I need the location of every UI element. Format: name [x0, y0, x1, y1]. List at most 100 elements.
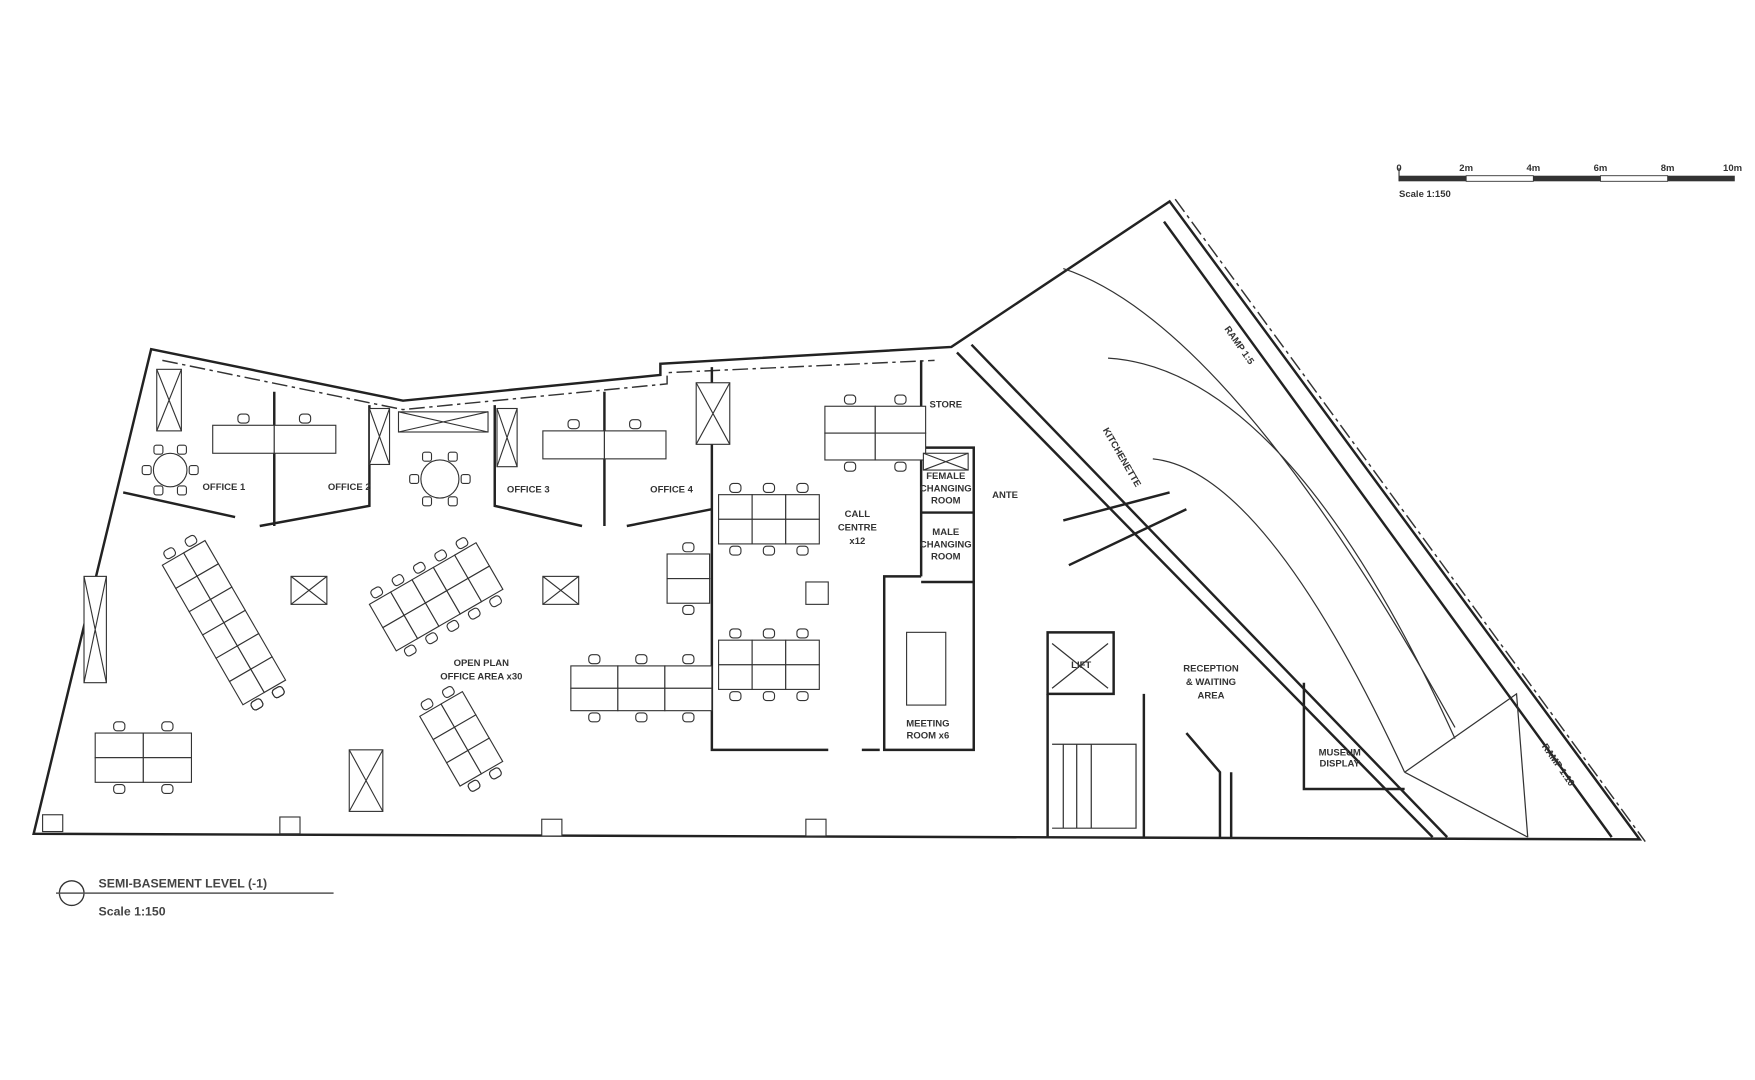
- desk: [718, 664, 753, 690]
- desk: [273, 424, 337, 454]
- label-open-plan-capacity: OFFICE AREA x30: [440, 671, 522, 682]
- desk: [603, 430, 667, 460]
- chair: [682, 542, 695, 553]
- desk-cluster: [666, 542, 711, 615]
- chair: [460, 473, 471, 485]
- chair: [188, 465, 199, 476]
- chair: [153, 444, 164, 455]
- storage-cross: [348, 749, 384, 812]
- chair: [635, 654, 648, 665]
- desk-cluster: [94, 721, 193, 795]
- chair: [635, 712, 648, 723]
- storage-cross: [83, 576, 107, 683]
- label-female-changing-2: CHANGING: [920, 483, 972, 494]
- storage-cross: [156, 369, 182, 432]
- label-female-changing-3: ROOM: [931, 496, 961, 507]
- desk: [666, 578, 711, 604]
- chair: [796, 691, 809, 702]
- chair: [682, 654, 695, 665]
- column: [805, 581, 829, 605]
- chair: [141, 465, 152, 476]
- label-reception: RECEPTION: [1183, 664, 1239, 675]
- drawing-title-text: SEMI-BASEMENT LEVEL (-1): [99, 877, 268, 891]
- chair: [184, 534, 198, 547]
- storage-cross: [290, 575, 328, 605]
- label-male-changing-3: ROOM: [931, 552, 961, 563]
- drawing-scale-text: Scale 1:150: [99, 904, 166, 918]
- chair: [370, 586, 384, 599]
- chair: [588, 654, 601, 665]
- round-table: [152, 452, 188, 488]
- label-male-changing: MALE: [932, 527, 959, 538]
- desk-cluster: [161, 534, 287, 711]
- chair: [250, 698, 264, 711]
- label-museum-2: DISPLAY: [1320, 759, 1361, 770]
- chair: [434, 549, 448, 562]
- label-meeting-capacity: ROOM x6: [906, 731, 949, 742]
- label-office-1: OFFICE 1: [203, 482, 246, 493]
- desk: [751, 518, 787, 545]
- chair: [682, 712, 695, 723]
- chair: [762, 545, 776, 556]
- desk: [824, 405, 876, 434]
- scale-tick: 8m: [1661, 163, 1675, 174]
- scale-bar: 0 2m 4m 6m 8m 10m Scale 1:150: [1396, 163, 1742, 200]
- desk-cluster: [542, 419, 667, 460]
- label-store: STORE: [929, 399, 962, 410]
- chair: [391, 574, 405, 587]
- desk: [94, 757, 144, 783]
- chair: [153, 485, 164, 496]
- desk: [718, 639, 753, 666]
- chair: [176, 444, 187, 455]
- chair: [567, 419, 580, 430]
- desk: [664, 687, 713, 712]
- meeting-table: [906, 631, 947, 706]
- desk-cluster: [824, 394, 927, 472]
- desk-cluster: [718, 628, 820, 702]
- chair: [441, 685, 455, 698]
- chair: [629, 419, 642, 430]
- scale-tick: 0: [1396, 163, 1401, 174]
- desk: [751, 494, 787, 520]
- label-ante: ANTE: [992, 490, 1018, 501]
- desk: [142, 732, 193, 759]
- chair: [762, 628, 776, 639]
- desk: [467, 737, 504, 775]
- chair: [894, 394, 907, 405]
- desk-cluster: [418, 685, 504, 792]
- label-call-centre-2: CENTRE: [838, 522, 877, 533]
- desk: [617, 665, 666, 689]
- scale-tick: 6m: [1594, 163, 1608, 174]
- label-lift: LIFT: [1071, 660, 1091, 671]
- desk: [212, 424, 275, 454]
- desk: [718, 518, 753, 545]
- chair: [588, 712, 601, 723]
- chair: [425, 632, 439, 645]
- chair: [894, 461, 907, 472]
- storage-cross: [542, 575, 580, 605]
- chair: [298, 413, 312, 424]
- chair: [446, 619, 460, 632]
- chair: [796, 545, 809, 556]
- label-call-centre: CALL: [845, 509, 871, 520]
- desk-cluster: [212, 413, 337, 454]
- chair: [796, 482, 809, 493]
- chair: [762, 691, 776, 702]
- label-female-changing: FEMALE: [926, 471, 965, 482]
- room-labels: OFFICE 1 OFFICE 2 OFFICE 3 OFFICE 4 OPEN…: [203, 324, 1577, 788]
- chair: [421, 496, 433, 507]
- chair: [729, 545, 742, 556]
- chair: [161, 783, 174, 795]
- label-call-centre-capacity: x12: [849, 536, 865, 547]
- label-ramp-2: RAMP 1:10: [1539, 742, 1576, 789]
- chair: [447, 496, 458, 507]
- chair: [271, 686, 285, 699]
- chair: [467, 779, 481, 792]
- desk: [142, 757, 193, 783]
- chair: [403, 644, 417, 657]
- label-reception-3: AREA: [1198, 690, 1225, 701]
- scale-bar-label: Scale 1:150: [1399, 189, 1451, 200]
- chair: [762, 482, 776, 493]
- label-male-changing-2: CHANGING: [920, 539, 972, 550]
